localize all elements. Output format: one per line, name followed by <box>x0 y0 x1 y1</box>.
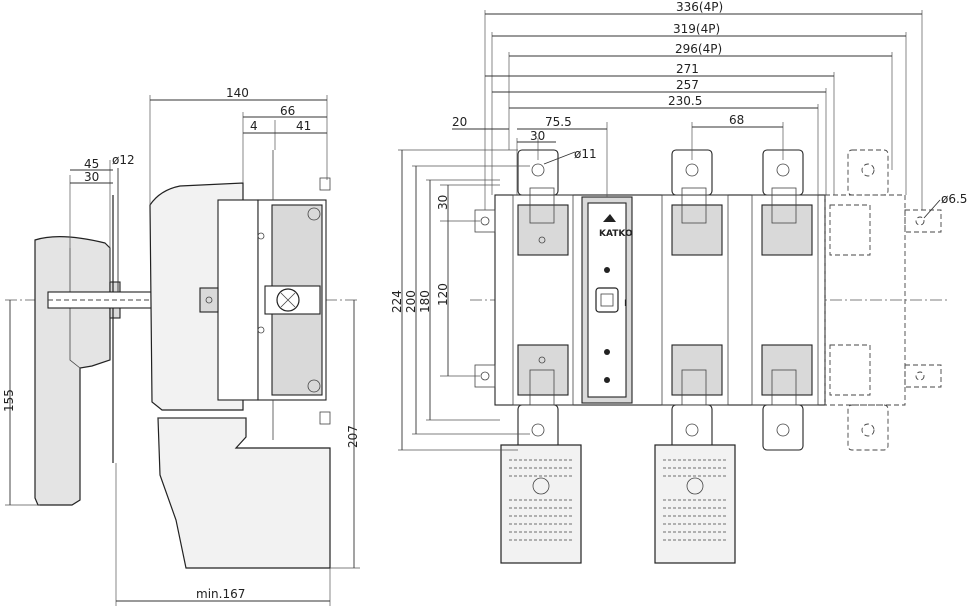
front-grip-left <box>500 444 582 564</box>
front-top-dims: 336(4P) 319(4P) 296(4P) 271 257 230.5 20… <box>452 0 967 219</box>
dim-336: 336(4P) <box>676 0 723 14</box>
side-handle <box>34 236 111 506</box>
dim-dia11: ø11 <box>574 147 597 161</box>
dim-257: 257 <box>676 78 699 92</box>
dim-319: 319(4P) <box>673 22 720 36</box>
dim-155: 155 <box>2 389 16 412</box>
dim-140: 140 <box>226 86 249 100</box>
side-handle-edge <box>69 248 81 369</box>
side-screw-a <box>257 232 265 240</box>
dim-30-top: 30 <box>530 129 545 143</box>
dim-30-vertical: 30 <box>436 195 450 210</box>
dim-dia65: ø6.5 <box>941 192 967 206</box>
dim-296: 296(4P) <box>675 42 722 56</box>
side-contact-block <box>264 285 321 315</box>
dim-271: 271 <box>676 62 699 76</box>
pole-4-optional <box>824 149 942 451</box>
side-gear-cross <box>280 292 296 308</box>
side-screw-top <box>307 207 321 221</box>
mechanism-strip: KATKO I <box>581 196 633 404</box>
side-coupler-pin <box>205 296 213 304</box>
side-terminal-top <box>319 177 331 191</box>
dim-230: 230.5 <box>668 94 702 108</box>
side-handle-grip <box>157 417 331 569</box>
dim-207: 207 <box>346 425 360 448</box>
side-terminal-bottom <box>319 411 331 425</box>
side-screw-bottom <box>307 379 321 393</box>
dim-30: 30 <box>84 170 99 184</box>
side-coupler <box>199 287 219 313</box>
dim-180: 180 <box>418 290 432 313</box>
pole-1 <box>512 149 574 451</box>
katko-logo: KATKO <box>599 229 633 239</box>
side-mechanism <box>217 199 259 401</box>
pole-3 <box>751 149 819 451</box>
dim-min167: min.167 <box>196 587 245 601</box>
dim-45: 45 <box>84 157 99 171</box>
side-gear-circle <box>276 288 300 312</box>
dim-68: 68 <box>729 113 744 127</box>
dim-224: 224 <box>390 290 404 313</box>
katko-logo-mark <box>603 214 616 222</box>
pole-2 <box>661 149 729 451</box>
dim-75: 75.5 <box>545 115 572 129</box>
dim-120: 120 <box>436 283 450 306</box>
dim-20: 20 <box>452 115 467 129</box>
dim-200: 200 <box>404 290 418 313</box>
handle-socket <box>595 287 619 313</box>
front-left-dims: 224 200 180 120 30 <box>390 149 530 451</box>
handle-square <box>600 293 614 307</box>
handle-symbol: I <box>624 299 627 309</box>
front-grip-right <box>654 444 736 564</box>
dim-66: 66 <box>280 104 295 118</box>
dim-4: 4 <box>250 119 258 133</box>
dim-41: 41 <box>296 119 311 133</box>
side-view: 140 66 4 41 45 30 ø12 155 207 min.167 <box>2 86 360 606</box>
front-handle-grips <box>500 444 736 564</box>
front-view: KATKO I <box>390 0 967 564</box>
dim-dia12: ø12 <box>112 153 135 167</box>
side-screw-b <box>257 326 265 334</box>
